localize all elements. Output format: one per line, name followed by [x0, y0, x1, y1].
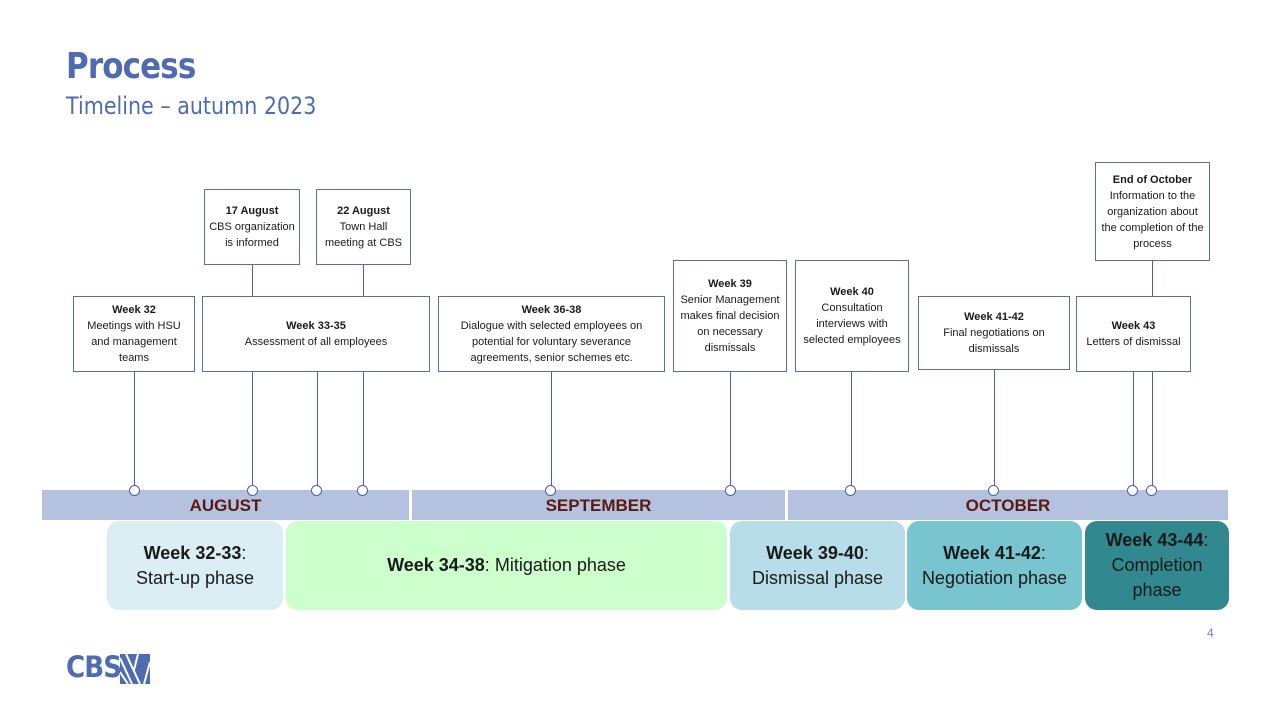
event-text: Meetings with HSU and management teams — [87, 320, 181, 364]
phase-dismissal: Week 39-40: Dismissal phase — [730, 521, 905, 610]
timeline-dot — [357, 485, 368, 496]
event-text: Dialogue with selected employees on pote… — [460, 320, 643, 364]
phase-weeks: Week 41-42 — [943, 542, 1041, 563]
timeline-dot — [988, 485, 999, 496]
event-22-august: 22 August Town Hall meeting at CBS — [316, 189, 411, 265]
event-text: Consultation interviews with selected em… — [803, 302, 901, 346]
phase-mitigation: Week 34-38: Mitigation phase — [286, 521, 727, 610]
phase-name: Start-up phase — [135, 567, 255, 588]
phase-separator: : — [241, 542, 247, 563]
timeline-dot — [845, 485, 856, 496]
event-week: Week 36-38 — [521, 304, 582, 316]
timeline-dot — [725, 485, 736, 496]
phase-name: Dismissal phase — [751, 567, 884, 588]
timeline-dot — [1127, 485, 1138, 496]
event-week-32: Week 32 Meetings with HSU and management… — [73, 296, 195, 372]
event-week: Week 33-35 — [286, 320, 346, 332]
event-week-40: Week 40 Consultation interviews with sel… — [795, 260, 909, 372]
connector-line — [551, 371, 552, 491]
connector-line — [994, 369, 995, 491]
event-text: Information to the organization about th… — [1101, 189, 1204, 250]
event-date: 17 August — [225, 205, 279, 217]
connector-line — [1152, 260, 1153, 296]
connector-line — [252, 371, 253, 491]
event-week-41-42: Week 41-42 Final negotiations on dismiss… — [918, 296, 1070, 370]
event-week: Week 40 — [830, 286, 874, 298]
phase-negotiation: Week 41-42: Negotiation phase — [907, 521, 1082, 610]
phase-startup: Week 32-33: Start-up phase — [107, 521, 283, 610]
connector-line — [1133, 371, 1134, 491]
event-17-august: 17 August CBS organization is informed — [204, 189, 300, 265]
connector-line — [730, 371, 731, 491]
event-text: Final negotiations on dismissals — [943, 327, 1045, 355]
event-week-36-38: Week 36-38 Dialogue with selected employ… — [438, 296, 665, 372]
event-text: Town Hall meeting at CBS — [324, 221, 403, 249]
timeline-dot — [247, 485, 258, 496]
event-week-39: Week 39 Senior Management makes final de… — [673, 260, 787, 372]
timeline-dot — [129, 485, 140, 496]
phase-separator: : — [1040, 542, 1046, 563]
connector-line — [1152, 371, 1153, 491]
connector-line — [134, 371, 135, 491]
connector-line — [252, 264, 253, 296]
phase-separator: : — [1203, 530, 1209, 550]
phase-weeks: Week 34-38 — [387, 555, 485, 575]
connector-line — [363, 264, 364, 296]
timeline-dot — [545, 485, 556, 496]
event-week: Week 39 — [708, 278, 752, 290]
phase-completion: Week 43-44: Completion phase — [1085, 521, 1229, 610]
phase-weeks: Week 43-44 — [1105, 530, 1204, 550]
page-title: Process — [66, 46, 196, 87]
event-end-of-october: End of October Information to the organi… — [1095, 162, 1210, 261]
event-text: Senior Management makes final decision o… — [680, 294, 780, 354]
event-text: CBS organization is informed — [209, 221, 295, 249]
event-date: End of October — [1112, 173, 1193, 186]
event-week: Week 43 — [1111, 320, 1156, 332]
connector-line — [851, 371, 852, 491]
cbs-logo-icon — [120, 654, 150, 684]
page-subtitle: Timeline – autumn 2023 — [66, 92, 317, 120]
phase-weeks: Week 32-33 — [143, 542, 242, 563]
event-week: Week 41-42 — [964, 311, 1024, 323]
phase-name: Mitigation phase — [494, 555, 626, 575]
cbs-logo-text: CBS — [66, 650, 122, 684]
page-number: 4 — [1207, 626, 1214, 640]
connector-line — [317, 371, 318, 491]
event-week-43: Week 43 Letters of dismissal — [1076, 296, 1191, 372]
month-september: SEPTEMBER — [412, 490, 785, 520]
connector-line — [363, 371, 364, 491]
event-week-33-35: Week 33-35 Assessment of all employees — [202, 296, 430, 372]
phase-weeks: Week 39-40 — [766, 542, 864, 563]
phase-separator: : — [484, 555, 490, 575]
timeline-dot — [1146, 485, 1157, 496]
month-august: AUGUST — [42, 490, 409, 520]
event-text: Letters of dismissal — [1086, 336, 1181, 348]
phase-separator: : — [863, 542, 869, 563]
phase-name: Completion phase — [1111, 555, 1203, 600]
event-week: Week 32 — [112, 304, 156, 316]
phase-name: Negotiation phase — [921, 567, 1068, 588]
event-date: 22 August — [337, 205, 390, 217]
event-text: Assessment of all employees — [244, 336, 388, 348]
timeline-dot — [311, 485, 322, 496]
